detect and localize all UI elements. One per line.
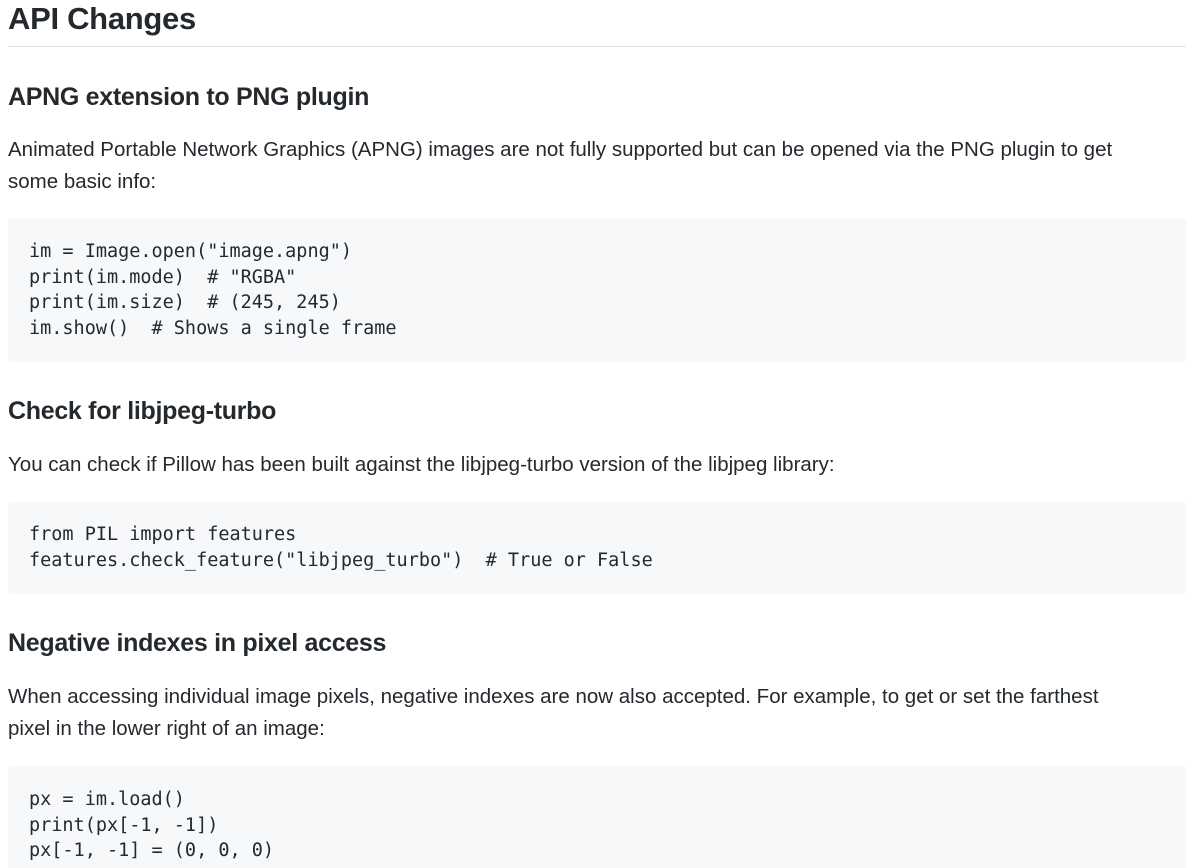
paragraph-line: Animated Portable Network Graphics (APNG… bbox=[8, 138, 1113, 161]
paragraph-line: some basic info: bbox=[8, 170, 157, 193]
section-paragraph-apng: Animated Portable Network Graphics (APNG… bbox=[8, 134, 1183, 198]
code-line: im = Image.open("image.apng") bbox=[29, 241, 353, 262]
code-line: print(px[-1, -1]) bbox=[29, 814, 219, 836]
section-paragraph-negative-indexes: When accessing individual image pixels, … bbox=[8, 681, 1183, 745]
paragraph-line: You can check if Pillow has been built a… bbox=[8, 453, 835, 476]
section-heading-negative-indexes: Negative indexes in pixel access bbox=[8, 629, 387, 657]
code-line: px[-1, -1] = (0, 0, 0) bbox=[29, 840, 275, 861]
paragraph-line: pixel in the lower right of an image: bbox=[8, 717, 325, 740]
code-block-apng: im = Image.open("image.apng") print(im.m… bbox=[8, 219, 1186, 362]
section-heading-apng: APNG extension to PNG plugin bbox=[8, 83, 370, 111]
code-line: im.show() # Shows a single frame bbox=[29, 317, 397, 339]
code-line: features.check_feature("libjpeg_turbo") … bbox=[29, 549, 653, 571]
code-line: print(im.mode) # "RGBA" bbox=[29, 266, 297, 288]
page-title: API Changes bbox=[8, 1, 196, 36]
title-divider bbox=[8, 46, 1186, 47]
code-block-negative-indexes: px = im.load() print(px[-1, -1]) px[-1, … bbox=[8, 766, 1186, 868]
code-line: print(im.size) # (245, 245) bbox=[29, 292, 341, 313]
section-paragraph-libjpeg-turbo: You can check if Pillow has been built a… bbox=[8, 449, 1183, 481]
code-line: from PIL import features bbox=[29, 524, 297, 545]
paragraph-line: When accessing individual image pixels, … bbox=[8, 685, 1099, 708]
section-heading-libjpeg-turbo: Check for libjpeg-turbo bbox=[8, 397, 277, 425]
code-block-libjpeg-turbo: from PIL import features features.check_… bbox=[8, 502, 1186, 594]
code-line: px = im.load() bbox=[29, 789, 185, 810]
